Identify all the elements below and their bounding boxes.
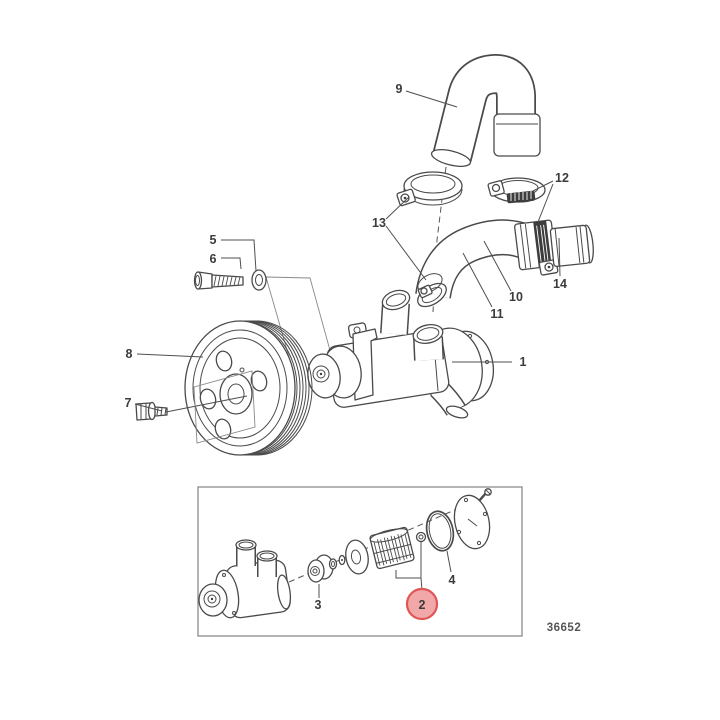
flange-bolt-part7 xyxy=(135,401,168,421)
leader-5 xyxy=(221,239,257,272)
bolt-projection-parallelogram xyxy=(193,370,256,444)
impeller-detail-inset xyxy=(197,486,523,637)
worm-clamp-part12-loose xyxy=(487,177,546,204)
elbow-hose-part9 xyxy=(430,54,541,167)
leader-9 xyxy=(405,90,458,108)
callout-10[interactable]: 10 xyxy=(509,290,523,304)
hose-adapter-part14 xyxy=(549,224,594,268)
callout-2[interactable]: 2 xyxy=(419,598,426,612)
leader-6 xyxy=(221,257,242,270)
pulley-part8 xyxy=(184,320,313,456)
inset-pump-body xyxy=(198,539,292,619)
lock-washer-part5 xyxy=(251,269,267,291)
selected-part-highlight[interactable] xyxy=(405,587,439,621)
callout-13[interactable]: 13 xyxy=(372,216,386,230)
leader-10 xyxy=(483,240,512,292)
leader-lines xyxy=(134,90,561,598)
callout-6[interactable]: 6 xyxy=(210,252,217,266)
leader-8 xyxy=(136,353,204,358)
pump-cover-plate xyxy=(453,494,491,550)
leader-4 xyxy=(446,550,452,573)
callout-14[interactable]: 14 xyxy=(553,277,567,291)
gasket-disc xyxy=(345,539,369,575)
callout-12[interactable]: 12 xyxy=(555,171,569,185)
cover-plate-screw xyxy=(478,488,492,502)
hose-clamp-part13-installed xyxy=(417,273,443,299)
callout-8[interactable]: 8 xyxy=(126,347,133,361)
leader-2 xyxy=(395,542,423,591)
o-ring-part4 xyxy=(425,510,455,552)
leader-11 xyxy=(462,252,493,308)
callout-7[interactable]: 7 xyxy=(125,396,132,410)
drawing-number: 36652 xyxy=(547,622,581,634)
socket-screw-part6 xyxy=(193,271,244,290)
hose-clamp-part13-loose xyxy=(396,171,463,207)
callout-9[interactable]: 9 xyxy=(396,82,403,96)
callout-labels: 1 2 3 4 5 6 7 8 9 10 11 12 13 14 xyxy=(125,82,569,612)
leader-13 xyxy=(385,196,427,281)
leader-12 xyxy=(532,180,554,223)
callout-11[interactable]: 11 xyxy=(490,307,503,321)
callout-1[interactable]: 1 xyxy=(520,355,527,369)
hose-ribbed-end xyxy=(514,219,559,276)
washer-rings xyxy=(328,554,346,570)
impeller-drive-pin xyxy=(415,531,427,543)
callout-5[interactable]: 5 xyxy=(210,233,217,247)
sea-water-pump-assembly-part1 xyxy=(307,289,495,419)
callout-4[interactable]: 4 xyxy=(449,573,456,587)
bearing-hub-part3 xyxy=(307,554,334,583)
impeller-part2 xyxy=(369,526,415,570)
inset-border xyxy=(197,486,523,637)
leader-14 xyxy=(558,237,561,277)
callout-3[interactable]: 3 xyxy=(315,598,322,612)
leader-7 xyxy=(134,395,248,413)
